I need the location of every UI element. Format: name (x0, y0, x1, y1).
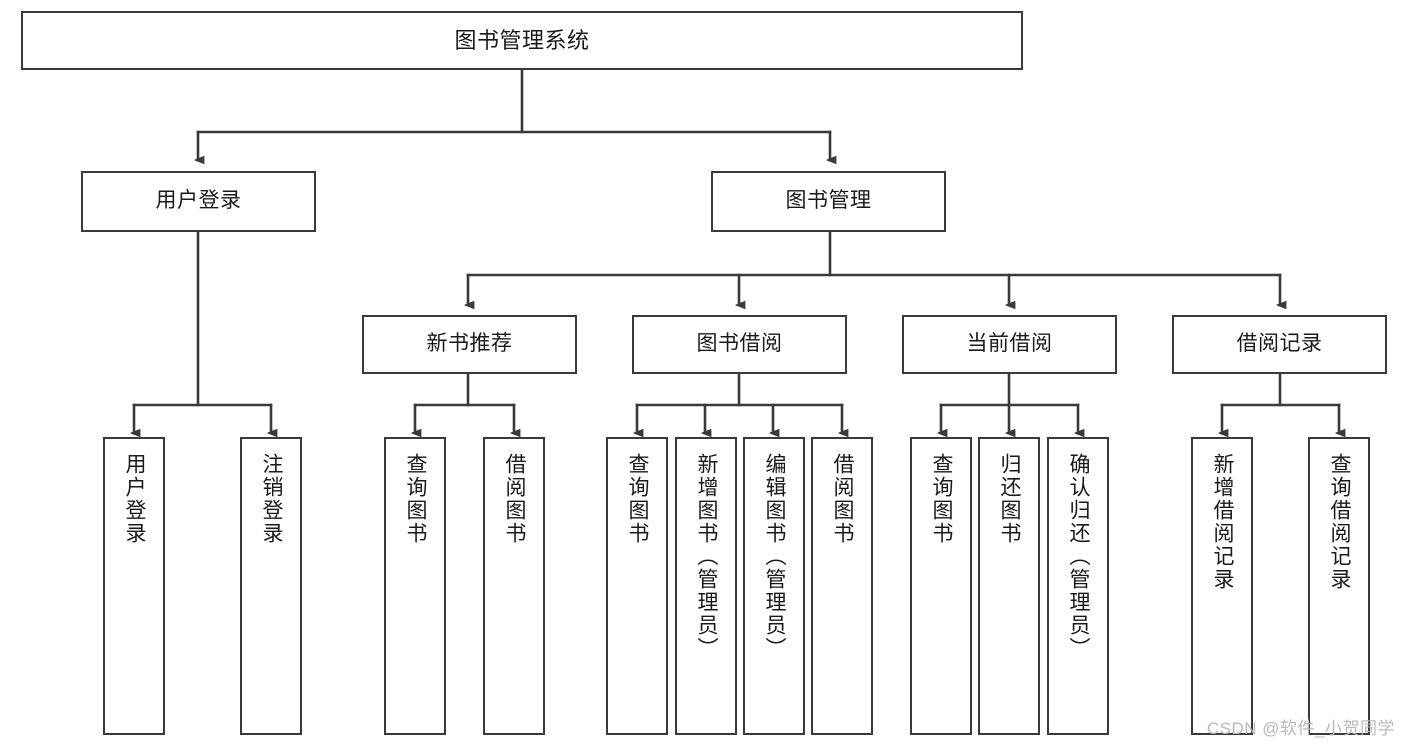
leaf-new-book-query-book[interactable]: 查询图书 (384, 437, 446, 735)
node-label: 新增借阅记录 (1211, 453, 1235, 591)
leaf-current-borrow-query-book[interactable]: 查询图书 (910, 437, 972, 735)
node-label: 当前借阅 (966, 332, 1053, 356)
node-root-book-management-system[interactable]: 图书管理系统 (21, 11, 1023, 70)
leaf-borrow-record-add-record[interactable]: 新增借阅记录 (1191, 437, 1253, 735)
leaf-book-borrow-edit-book-admin[interactable]: 编辑图书（管理员） (743, 437, 805, 735)
node-book-borrow[interactable]: 图书借阅 (632, 315, 847, 374)
node-current-borrow[interactable]: 当前借阅 (902, 315, 1117, 374)
node-new-book-recommend[interactable]: 新书推荐 (362, 315, 577, 374)
node-label: 查询借阅记录 (1328, 453, 1352, 591)
node-label: 借阅记录 (1236, 332, 1323, 356)
node-label: 图书借阅 (696, 332, 783, 356)
leaf-current-borrow-confirm-return-admin[interactable]: 确认归还（管理员） (1047, 437, 1109, 735)
node-label: 归还图书 (998, 453, 1022, 545)
leaf-book-borrow-borrow-book[interactable]: 借阅图书 (811, 437, 873, 735)
node-label: 图书管理系统 (454, 27, 590, 53)
node-label: 新书推荐 (426, 332, 513, 356)
csdn-watermark: CSDN @软件_小贺同学 (1206, 719, 1395, 738)
node-label: 查询图书 (404, 453, 428, 545)
leaf-current-borrow-return-book[interactable]: 归还图书 (978, 437, 1040, 735)
leaf-book-borrow-query-book[interactable]: 查询图书 (606, 437, 668, 735)
leaf-borrow-record-query-record[interactable]: 查询借阅记录 (1308, 437, 1370, 735)
node-label: 注销登录 (260, 453, 284, 545)
node-label: 确认归还（管理员） (1067, 453, 1091, 660)
node-label: 借阅图书 (503, 453, 527, 545)
node-book-management[interactable]: 图书管理 (711, 171, 946, 232)
node-label: 查询图书 (930, 453, 954, 545)
node-label: 编辑图书（管理员） (763, 453, 787, 660)
node-label: 新增图书（管理员） (695, 453, 719, 660)
leaf-book-borrow-add-book-admin[interactable]: 新增图书（管理员） (675, 437, 737, 735)
node-label: 借阅图书 (831, 453, 855, 545)
node-label: 用户登录 (123, 453, 147, 545)
node-borrow-record[interactable]: 借阅记录 (1172, 315, 1387, 374)
leaf-new-book-borrow-book[interactable]: 借阅图书 (483, 437, 545, 735)
node-user-login[interactable]: 用户登录 (81, 171, 316, 232)
leaf-user-login-login[interactable]: 用户登录 (103, 437, 165, 735)
node-label: 用户登录 (155, 189, 242, 213)
node-label: 图书管理 (785, 189, 872, 213)
leaf-user-login-logout[interactable]: 注销登录 (240, 437, 302, 735)
node-label: 查询图书 (626, 453, 650, 545)
